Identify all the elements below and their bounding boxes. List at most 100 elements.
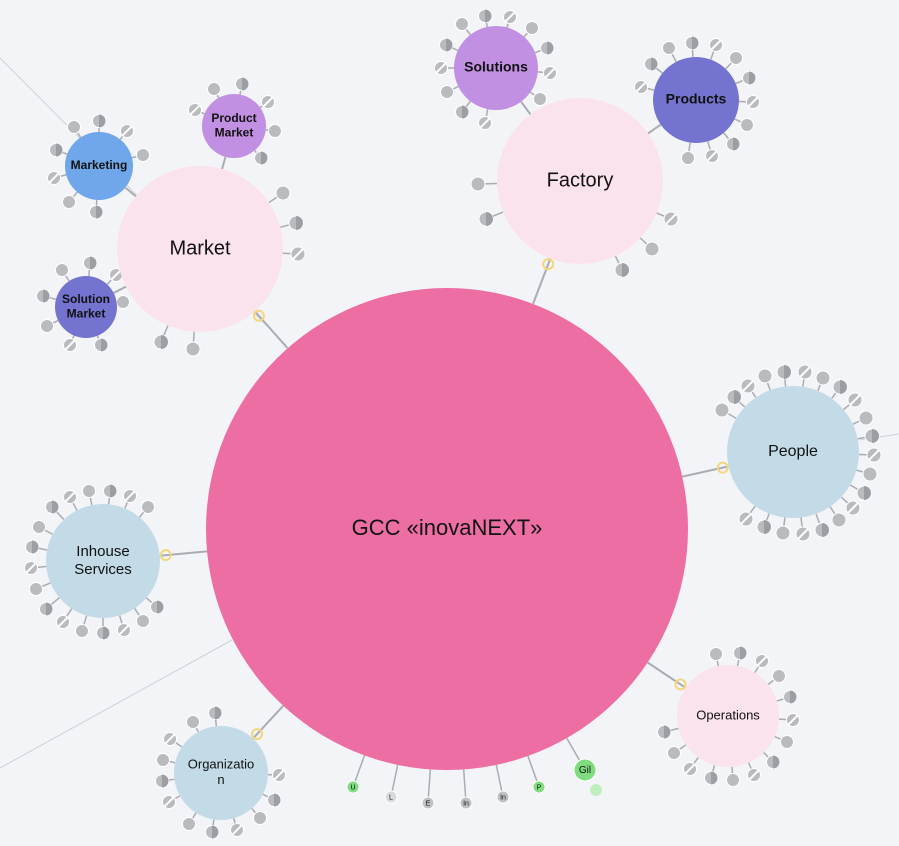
node-operations[interactable]: Operations: [677, 665, 779, 767]
root-leaf-node[interactable]: [573, 758, 597, 782]
leaf-node-shade: [46, 602, 53, 616]
node-marketing-circle[interactable]: [65, 132, 133, 200]
node-operations-circle[interactable]: [677, 665, 779, 767]
node-marketing[interactable]: Marketing: [65, 132, 133, 200]
leaf-node[interactable]: [862, 466, 878, 482]
leaf-node[interactable]: [525, 21, 539, 35]
leaf-node-stripe: [684, 763, 696, 775]
leaf-node[interactable]: [726, 773, 740, 787]
leaf-node[interactable]: [662, 41, 676, 55]
root-leaf-node[interactable]: [532, 780, 546, 794]
leaf-node-shade: [822, 523, 829, 537]
leaf-node[interactable]: [32, 520, 46, 534]
leaf-node-stripe: [706, 150, 718, 162]
node-market-circle[interactable]: [117, 166, 283, 332]
node-solution-market-circle[interactable]: [55, 276, 117, 338]
connector-marker: [716, 461, 729, 474]
root-leaf-node[interactable]: [421, 796, 435, 810]
node-market[interactable]: Market: [117, 166, 283, 332]
leaf-node[interactable]: [40, 319, 54, 333]
leaf-node-shade: [56, 143, 63, 157]
leaf-node[interactable]: [186, 715, 200, 729]
node-inhouse-label: Inhouse: [76, 543, 129, 560]
leaf-node[interactable]: [714, 402, 730, 418]
node-products-circle[interactable]: [653, 57, 739, 143]
leaf-node[interactable]: [455, 17, 469, 31]
leaf-node-stripe: [849, 394, 861, 406]
leaf-node[interactable]: [136, 148, 150, 162]
leaf-node-shade: [485, 9, 492, 23]
node-factory-circle[interactable]: [497, 98, 663, 264]
leaf-node[interactable]: [740, 118, 754, 132]
node-organization-circle[interactable]: [174, 726, 268, 820]
leaf-node[interactable]: [182, 817, 196, 831]
leaf-node[interactable]: [440, 85, 454, 99]
connector-marker: [159, 549, 172, 562]
root-leaf-node[interactable]: [384, 790, 398, 804]
leaf-node-stripe: [847, 502, 859, 514]
leaf-node[interactable]: [667, 746, 681, 760]
node-products[interactable]: Products: [653, 57, 739, 143]
node-solutions[interactable]: Solutions: [454, 26, 538, 110]
node-inhouse-circle[interactable]: [46, 504, 160, 618]
leaf-node-shade: [446, 38, 453, 52]
leaf-node[interactable]: [729, 51, 743, 65]
leaf-node[interactable]: [67, 120, 81, 134]
node-solutions-circle[interactable]: [454, 26, 538, 110]
node-factory[interactable]: Factory: [497, 98, 663, 264]
leaf-node[interactable]: [253, 811, 267, 825]
root-leaf-label: L: [389, 794, 393, 801]
leaf-node[interactable]: [116, 295, 130, 309]
leaf-node[interactable]: [681, 151, 695, 165]
root-leaf-node[interactable]: [590, 784, 602, 796]
leaf-node[interactable]: [780, 735, 794, 749]
leaf-node[interactable]: [533, 92, 547, 106]
leaf-node[interactable]: [62, 195, 76, 209]
node-people-circle[interactable]: [727, 386, 859, 518]
node-gcc[interactable]: GCC «inovaNEXT»: [206, 288, 688, 770]
leaf-node[interactable]: [772, 669, 786, 683]
root-leaf-label: Gil: [579, 765, 591, 776]
node-gcc-circle[interactable]: [206, 288, 688, 770]
leaf-node[interactable]: [185, 341, 201, 357]
leaf-node[interactable]: [29, 582, 43, 596]
root-leaf-node[interactable]: [496, 790, 510, 804]
leaf-node[interactable]: [156, 753, 170, 767]
leaf-node[interactable]: [55, 263, 69, 277]
leaf-node-stripe: [189, 104, 201, 116]
leaf-node-stripe: [231, 824, 243, 836]
root-leaf-node[interactable]: [459, 796, 473, 810]
leaf-node[interactable]: [207, 82, 221, 96]
root-leaf-node[interactable]: [346, 780, 360, 794]
node-solutions-label: Solutions: [464, 59, 528, 75]
leaf-node-shade: [773, 755, 780, 769]
leaf-node-shade: [261, 151, 268, 165]
leaf-node[interactable]: [470, 176, 486, 192]
edge-gcc-operations: [647, 661, 687, 689]
leaf-node-stripe: [118, 624, 130, 636]
leaf-node[interactable]: [775, 525, 791, 541]
node-people[interactable]: People: [727, 386, 859, 518]
leaf-node[interactable]: [275, 185, 291, 201]
leaf-node[interactable]: [141, 500, 155, 514]
connector-marker: [251, 728, 264, 741]
leaf-node-shade: [872, 429, 879, 443]
leaf-node[interactable]: [82, 484, 96, 498]
leaf-node[interactable]: [831, 512, 847, 528]
leaf-node[interactable]: [709, 647, 723, 661]
leaf-node-shade: [784, 365, 791, 379]
leaf-node[interactable]: [136, 614, 150, 628]
leaf-node[interactable]: [644, 241, 660, 257]
leaf-node-stripe: [273, 769, 285, 781]
leaf-node[interactable]: [757, 368, 773, 384]
leaf-node[interactable]: [858, 410, 874, 426]
node-product-market-circle[interactable]: [202, 94, 266, 158]
leaf-node[interactable]: [815, 370, 831, 386]
leaf-node[interactable]: [75, 624, 89, 638]
leaf-node[interactable]: [268, 124, 282, 138]
